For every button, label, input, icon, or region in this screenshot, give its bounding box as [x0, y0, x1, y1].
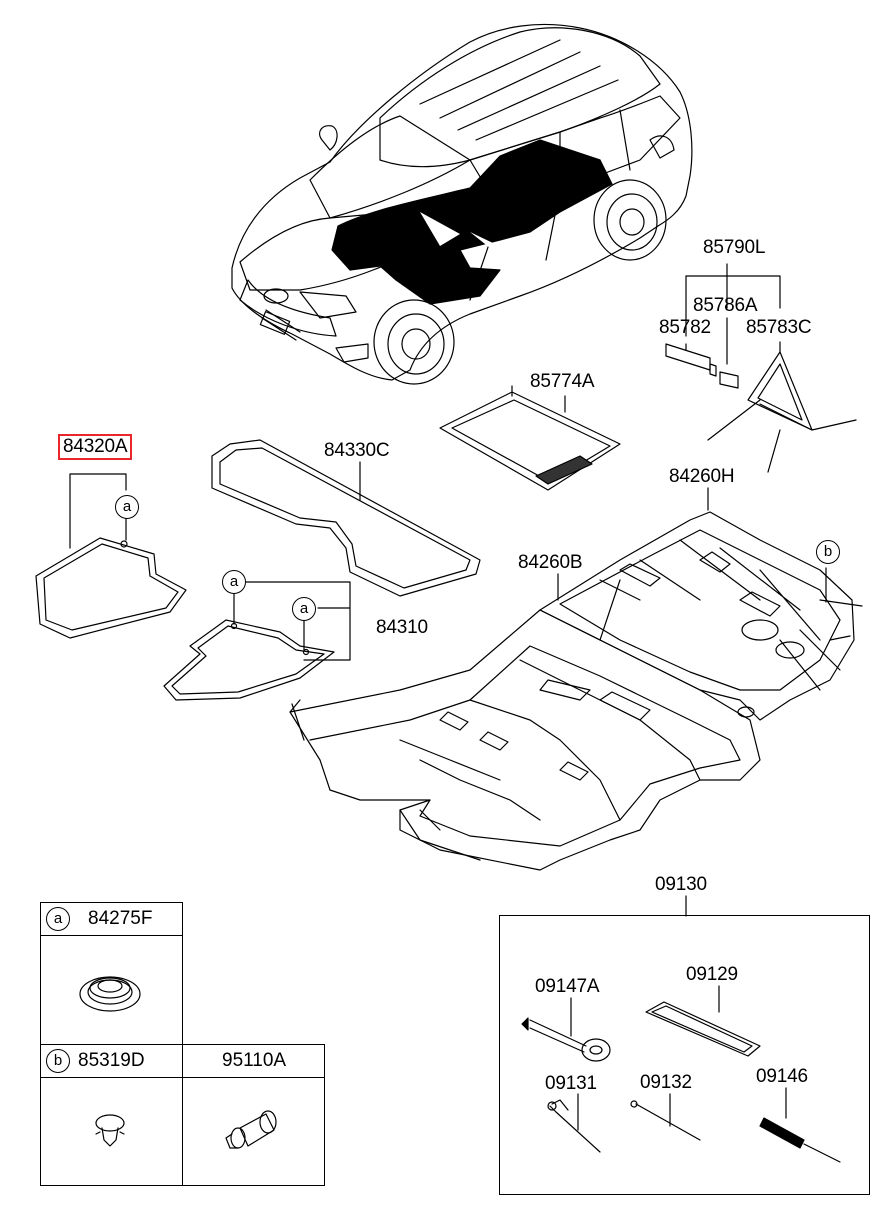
- legend-cell-a-header: [40, 902, 183, 936]
- part-09147A[interactable]: 09147A: [535, 976, 600, 997]
- legend-letter-b: b: [46, 1049, 70, 1073]
- part-84320A[interactable]: 84320A: [58, 434, 133, 460]
- part-84330C[interactable]: 84330C: [324, 440, 390, 461]
- part-85774A[interactable]: 85774A: [530, 371, 595, 392]
- part-84260H[interactable]: 84260H: [669, 466, 735, 487]
- part-85783C[interactable]: 85783C: [746, 317, 812, 338]
- callout-a-84310-right: a: [292, 597, 316, 621]
- tool-kit-frame: [499, 915, 870, 1195]
- part-85786A[interactable]: 85786A: [693, 295, 758, 316]
- vehicle-illustration: [231, 23, 693, 385]
- floor-carpet-highlight: [331, 139, 613, 305]
- floor-mat-84330C: [211, 439, 481, 597]
- callout-b-floor: b: [816, 540, 840, 564]
- part-85790L[interactable]: 85790L: [703, 237, 766, 258]
- part-09146[interactable]: 09146: [756, 1066, 808, 1087]
- floor-panel-assembly: [289, 487, 863, 871]
- luggage-net-part: [439, 385, 621, 491]
- part-09129[interactable]: 09129: [686, 964, 738, 985]
- legend-part-84275F[interactable]: 84275F: [88, 908, 153, 929]
- part-84260B[interactable]: 84260B: [518, 552, 583, 573]
- part-09130[interactable]: 09130: [655, 874, 707, 895]
- legend-part-85319D[interactable]: 85319D: [78, 1050, 145, 1071]
- part-85782[interactable]: 85782: [659, 317, 711, 338]
- part-09131[interactable]: 09131: [545, 1073, 597, 1094]
- callout-a-84310-left: a: [222, 570, 246, 594]
- warning-triangle-kit-group: [665, 263, 857, 473]
- legend-drawings: [79, 976, 277, 1149]
- legend-part-95110A[interactable]: 95110A: [222, 1050, 287, 1071]
- legend-letter-a: a: [46, 907, 70, 931]
- part-84310[interactable]: 84310: [376, 617, 428, 638]
- part-09132[interactable]: 09132: [640, 1072, 692, 1093]
- callout-a-84320A: a: [115, 495, 139, 519]
- floor-mat-84310: [163, 581, 351, 701]
- legend-divider: [182, 1044, 184, 1078]
- tool-kit-box: [521, 895, 841, 1163]
- floor-mat-84320A: [35, 473, 187, 639]
